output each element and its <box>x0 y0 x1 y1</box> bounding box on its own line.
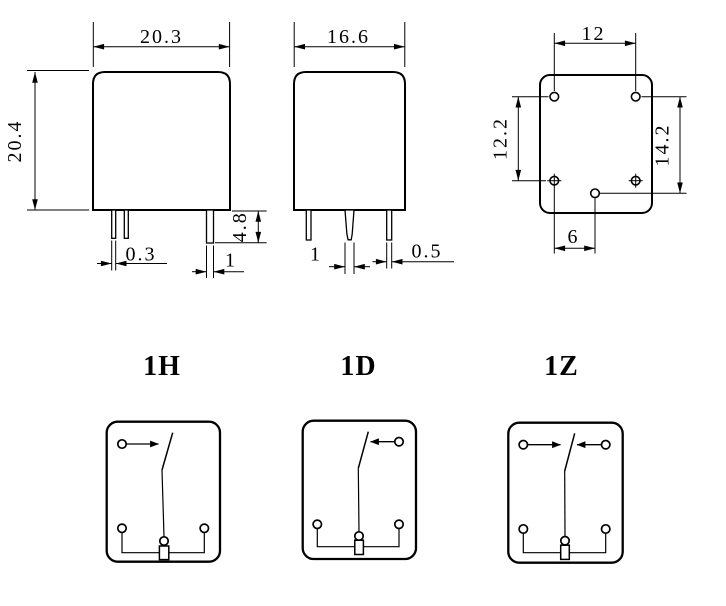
dim-bottom-right-spacing-text: 14.2 <box>652 124 674 167</box>
form-1d-terminal-bottom-left <box>312 519 323 530</box>
dim-bottom-top-spacing: 12 <box>553 23 637 91</box>
dim-side-body-width-text: 16.6 <box>327 26 370 48</box>
form-1z-terminal-common <box>559 535 571 546</box>
dim-bottom-bottom-spacing: 6 <box>553 187 596 254</box>
dim-bottom-left-spacing: 12.2 <box>490 96 549 182</box>
dim-bottom-right-spacing: 14.2 <box>599 96 687 194</box>
form-1d-label: 1D <box>340 351 376 382</box>
bottom-hole-center <box>589 188 601 199</box>
dim-side-center-pin-text: 1 <box>310 244 322 266</box>
side-pin-middle <box>344 209 355 241</box>
dim-bottom-left-spacing-text: 12.2 <box>490 117 512 160</box>
form-1z-contact-blade <box>563 433 576 472</box>
form-1d-outline <box>301 419 418 561</box>
dim-side-body-width: 16.6 <box>293 22 406 67</box>
dim-side-outer-pin-text: 0.5 <box>412 241 443 263</box>
form-1h-terminal-bottom-right <box>199 523 210 534</box>
form-1d-common-wire <box>357 468 360 532</box>
bottom-hole-mid-left <box>547 173 562 188</box>
front-pin-1 <box>111 209 117 239</box>
form-1h-terminal-common <box>158 535 170 547</box>
form-1d-diagram: 1D <box>301 351 418 561</box>
front-view: 20.3 20.4 4.8 0.3 <box>4 22 267 278</box>
dim-front-pin-width: 1 <box>192 245 244 278</box>
form-1z-diagram: 1Z <box>507 351 624 564</box>
form-1z-coil <box>559 544 571 561</box>
bottom-view: 12 12.2 14.2 6 <box>490 23 687 254</box>
form-1h-terminal-bottom-left <box>116 523 128 534</box>
form-1d-coil-wire-left <box>316 528 355 548</box>
form-1d-contact-blade <box>357 431 370 469</box>
form-1h-terminal-top-left <box>116 438 128 450</box>
dim-front-pin-thickness-text: 0.3 <box>126 244 157 266</box>
form-1h-coil <box>158 545 170 561</box>
form-1z-coil-wire-left <box>522 533 561 554</box>
form-1h-common-wire <box>161 469 165 537</box>
bottom-hole-top-right <box>630 91 641 102</box>
form-1z-terminal-top-right <box>600 439 611 450</box>
side-view: 16.6 1 0.5 <box>293 22 454 274</box>
bottom-hole-mid-right <box>628 173 643 188</box>
dim-front-pin-length-text: 4.8 <box>229 211 251 242</box>
side-pin-left <box>305 209 312 241</box>
form-1d-terminal-common <box>353 530 365 542</box>
form-1h-coil-wire-right <box>169 532 205 554</box>
form-1h-diagram: 1H <box>105 351 222 563</box>
form-1h-outline <box>105 420 222 563</box>
dim-front-pin-length: 4.8 <box>215 210 267 244</box>
form-1d-terminal-bottom-right <box>393 519 405 530</box>
bottom-body-outline <box>539 74 653 214</box>
dim-bottom-top-spacing-text: 12 <box>582 23 606 45</box>
side-pin-right <box>386 209 393 241</box>
form-1h-contact-blade <box>161 432 174 471</box>
form-1d-coil-wire-right <box>363 528 400 548</box>
bottom-hole-top-left <box>549 91 560 102</box>
dim-side-center-pin: 1 <box>310 242 370 274</box>
form-1d-coil <box>354 539 365 556</box>
side-body-outline <box>293 71 406 211</box>
form-1z-terminal-top-left <box>518 439 529 450</box>
form-1z-terminal-bottom-left <box>518 523 529 535</box>
dim-bottom-bottom-spacing-text: 6 <box>568 226 580 248</box>
front-pin-2 <box>123 209 129 239</box>
dim-front-pin-width-text: 1 <box>225 250 237 272</box>
dim-front-pin-thickness: 0.3 <box>97 240 167 271</box>
dim-side-outer-pin: 0.5 <box>372 241 454 269</box>
form-1d-terminal-top-right <box>393 436 405 447</box>
form-1z-outline <box>507 421 624 564</box>
form-1z-terminal-bottom-right <box>600 523 611 535</box>
dim-front-body-width-text: 20.3 <box>140 26 183 48</box>
front-pin-3 <box>205 209 215 244</box>
front-body-outline <box>92 71 231 211</box>
form-1h-label: 1H <box>143 351 181 382</box>
dim-front-body-height-text: 20.4 <box>4 120 26 163</box>
dim-front-body-width: 20.3 <box>92 22 231 67</box>
form-1h-coil-wire-left <box>121 532 160 554</box>
form-1z-label: 1Z <box>544 351 579 382</box>
form-1z-coil-wire-right <box>569 533 607 554</box>
dim-front-body-height: 20.4 <box>4 70 89 211</box>
